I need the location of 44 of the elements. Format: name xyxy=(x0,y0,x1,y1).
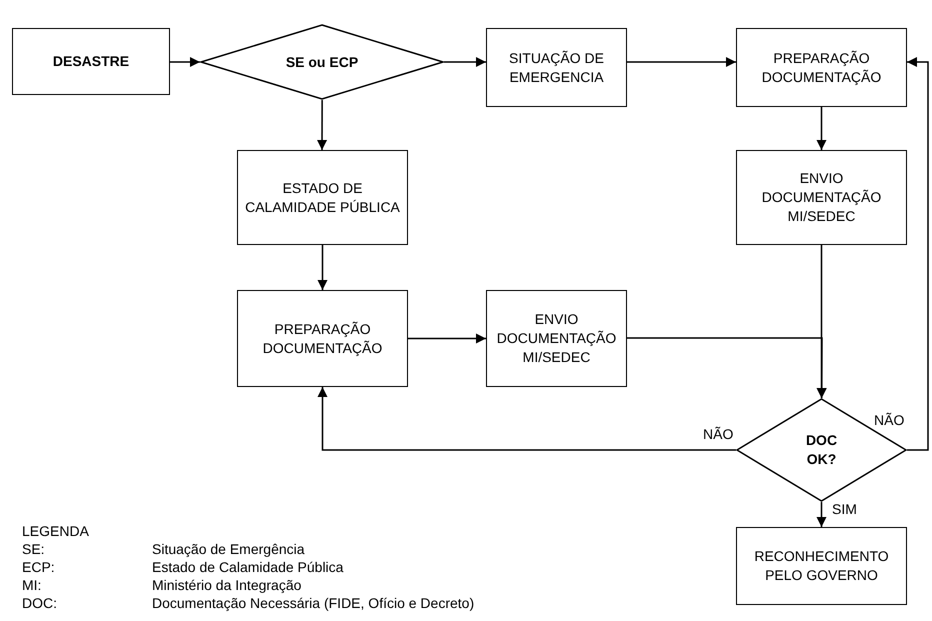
process-box xyxy=(12,28,170,95)
arrow xyxy=(318,245,328,290)
process-box xyxy=(736,527,907,605)
arrow xyxy=(816,245,826,398)
node-label: PREPARAÇÃO DOCUMENTAÇÃO xyxy=(262,320,384,358)
node-label: SITUAÇÃO DE EMERGENCIA xyxy=(508,48,605,86)
arrow xyxy=(408,334,486,344)
edge-label: NÃO xyxy=(703,426,734,442)
legend-description: Ministério da Integração xyxy=(152,576,302,594)
process-box xyxy=(237,290,408,387)
legend-abbreviation: ECP: xyxy=(22,558,55,576)
arrow xyxy=(170,57,200,67)
legend-description: Situação de Emergência xyxy=(152,540,305,558)
decision-diamond xyxy=(200,24,444,100)
arrow xyxy=(627,337,827,398)
node-label: DOC OK? xyxy=(806,431,838,469)
legend-abbreviation: SE: xyxy=(22,540,45,558)
arrow xyxy=(907,57,929,451)
legend-abbreviation: DOC: xyxy=(22,594,57,612)
node-label: PREPARAÇÃO DOCUMENTAÇÃO xyxy=(760,48,882,86)
node-label: RECONHECIMENTO PELO GOVERNO xyxy=(753,547,890,585)
node-label: SE ou ECP xyxy=(286,52,358,72)
arrow xyxy=(627,57,736,67)
edge-label: SIM xyxy=(832,501,857,517)
node-label: ESTADO DE CALAMIDADE PÚBLICA xyxy=(244,178,401,216)
arrow xyxy=(816,107,826,150)
node-label: DESASTRE xyxy=(52,52,130,71)
arrow xyxy=(816,502,826,527)
legend-description: Estado de Calamidade Pública xyxy=(152,558,344,576)
process-box xyxy=(736,28,907,107)
decision-diamond xyxy=(736,398,907,502)
process-box xyxy=(486,290,627,387)
edge-label: NÃO xyxy=(874,412,904,428)
process-box xyxy=(736,150,907,245)
arrow xyxy=(444,57,486,67)
process-box xyxy=(486,28,627,107)
arrow xyxy=(317,100,328,150)
arrow xyxy=(318,387,736,451)
node-label: ENVIO DOCUMENTAÇÃO MI/SEDEC xyxy=(496,310,618,367)
node-label: ENVIO DOCUMENTAÇÃO MI/SEDEC xyxy=(760,169,882,226)
legend-title: LEGENDA xyxy=(22,522,89,540)
legend-abbreviation: MI: xyxy=(22,576,42,594)
process-box xyxy=(237,150,408,245)
legend-description: Documentação Necessária (FIDE, Ofício e Decreto) xyxy=(152,594,474,612)
